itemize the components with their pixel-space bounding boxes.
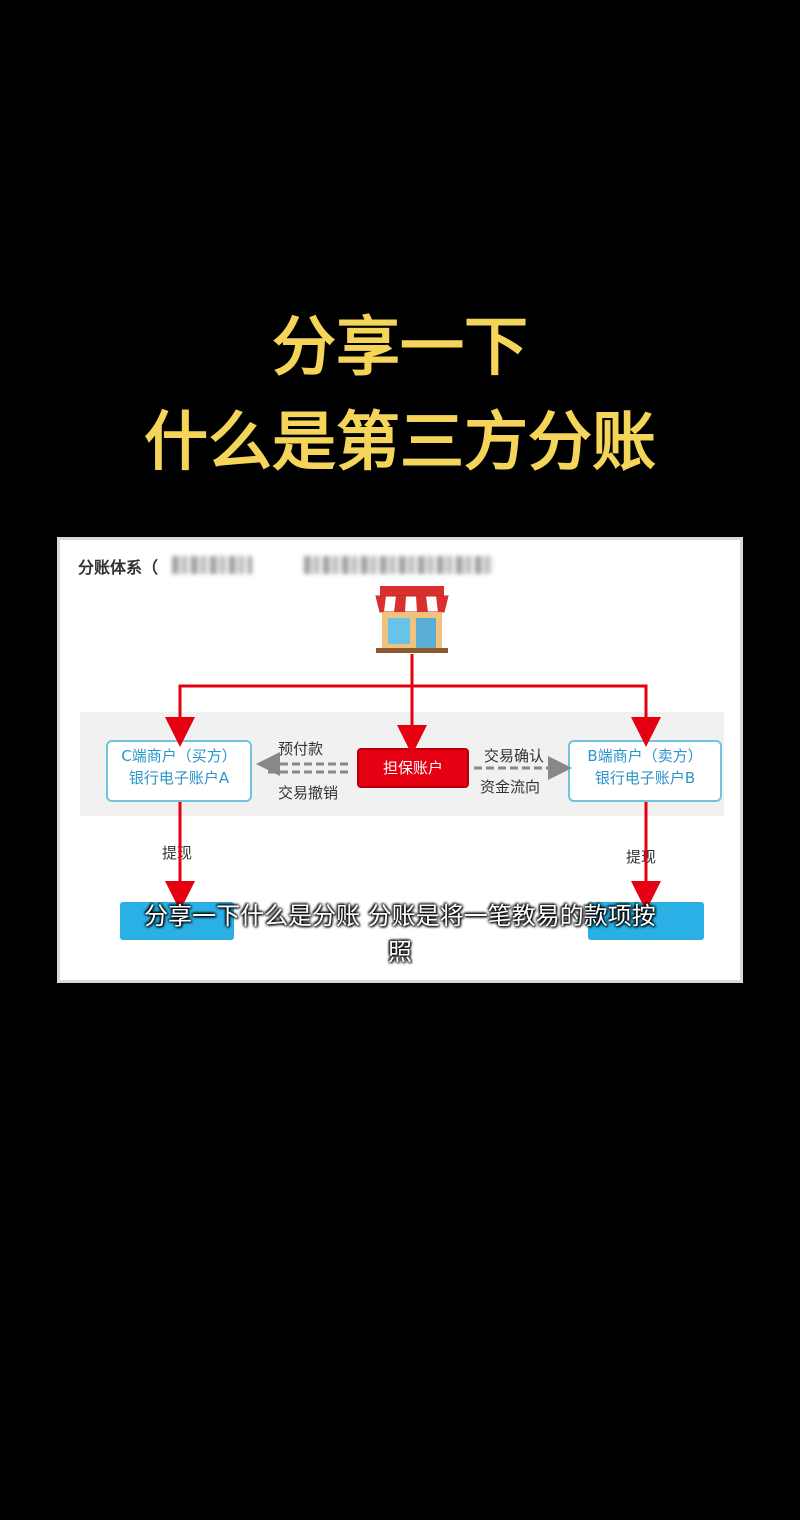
b-merchant-line1: B端商户（卖方） bbox=[587, 747, 703, 765]
prepay-label: 预付款 bbox=[278, 740, 324, 758]
c-merchant-line1: C端商户（买方） bbox=[121, 747, 237, 765]
subtitle-caption: 分享一下什么是分账 分账是将一笔教易的款项按 照 bbox=[100, 898, 700, 970]
subtitle-line-1: 分享一下什么是分账 分账是将一笔教易的款项按 bbox=[144, 902, 656, 930]
blurred-text bbox=[172, 556, 252, 574]
blurred-text bbox=[304, 556, 494, 574]
b-merchant-node: B端商户（卖方） 银行电子账户B bbox=[568, 740, 722, 802]
b-merchant-line2: 银行电子账户B bbox=[594, 769, 696, 787]
diagram-label: 分账体系（ bbox=[78, 558, 159, 577]
title-line-2: 什么是第三方分账 bbox=[144, 406, 656, 480]
confirm-label: 交易确认 bbox=[484, 747, 545, 765]
arrow-to-b bbox=[412, 684, 661, 747]
diagram-arrows bbox=[165, 654, 661, 911]
c-merchant-node: C端商户（买方） 银行电子账户A bbox=[106, 740, 252, 802]
subtitle-line-2: 照 bbox=[388, 938, 412, 966]
withdraw-b-label: 提现 bbox=[626, 848, 657, 866]
diagram-card: 分账体系（ C端商户（买方） 银行电子账户A 担保账户 B端商户（卖方） 银行电… bbox=[57, 537, 743, 983]
arrow-to-c bbox=[165, 684, 412, 747]
revoke-label: 交易撤销 bbox=[278, 784, 339, 802]
flow-label: 资金流向 bbox=[480, 778, 541, 796]
store-icon bbox=[375, 586, 449, 653]
c-merchant-line2: 银行电子账户A bbox=[128, 769, 230, 787]
withdraw-a-label: 提现 bbox=[162, 844, 193, 862]
title-line-1: 分享一下 bbox=[272, 311, 528, 385]
